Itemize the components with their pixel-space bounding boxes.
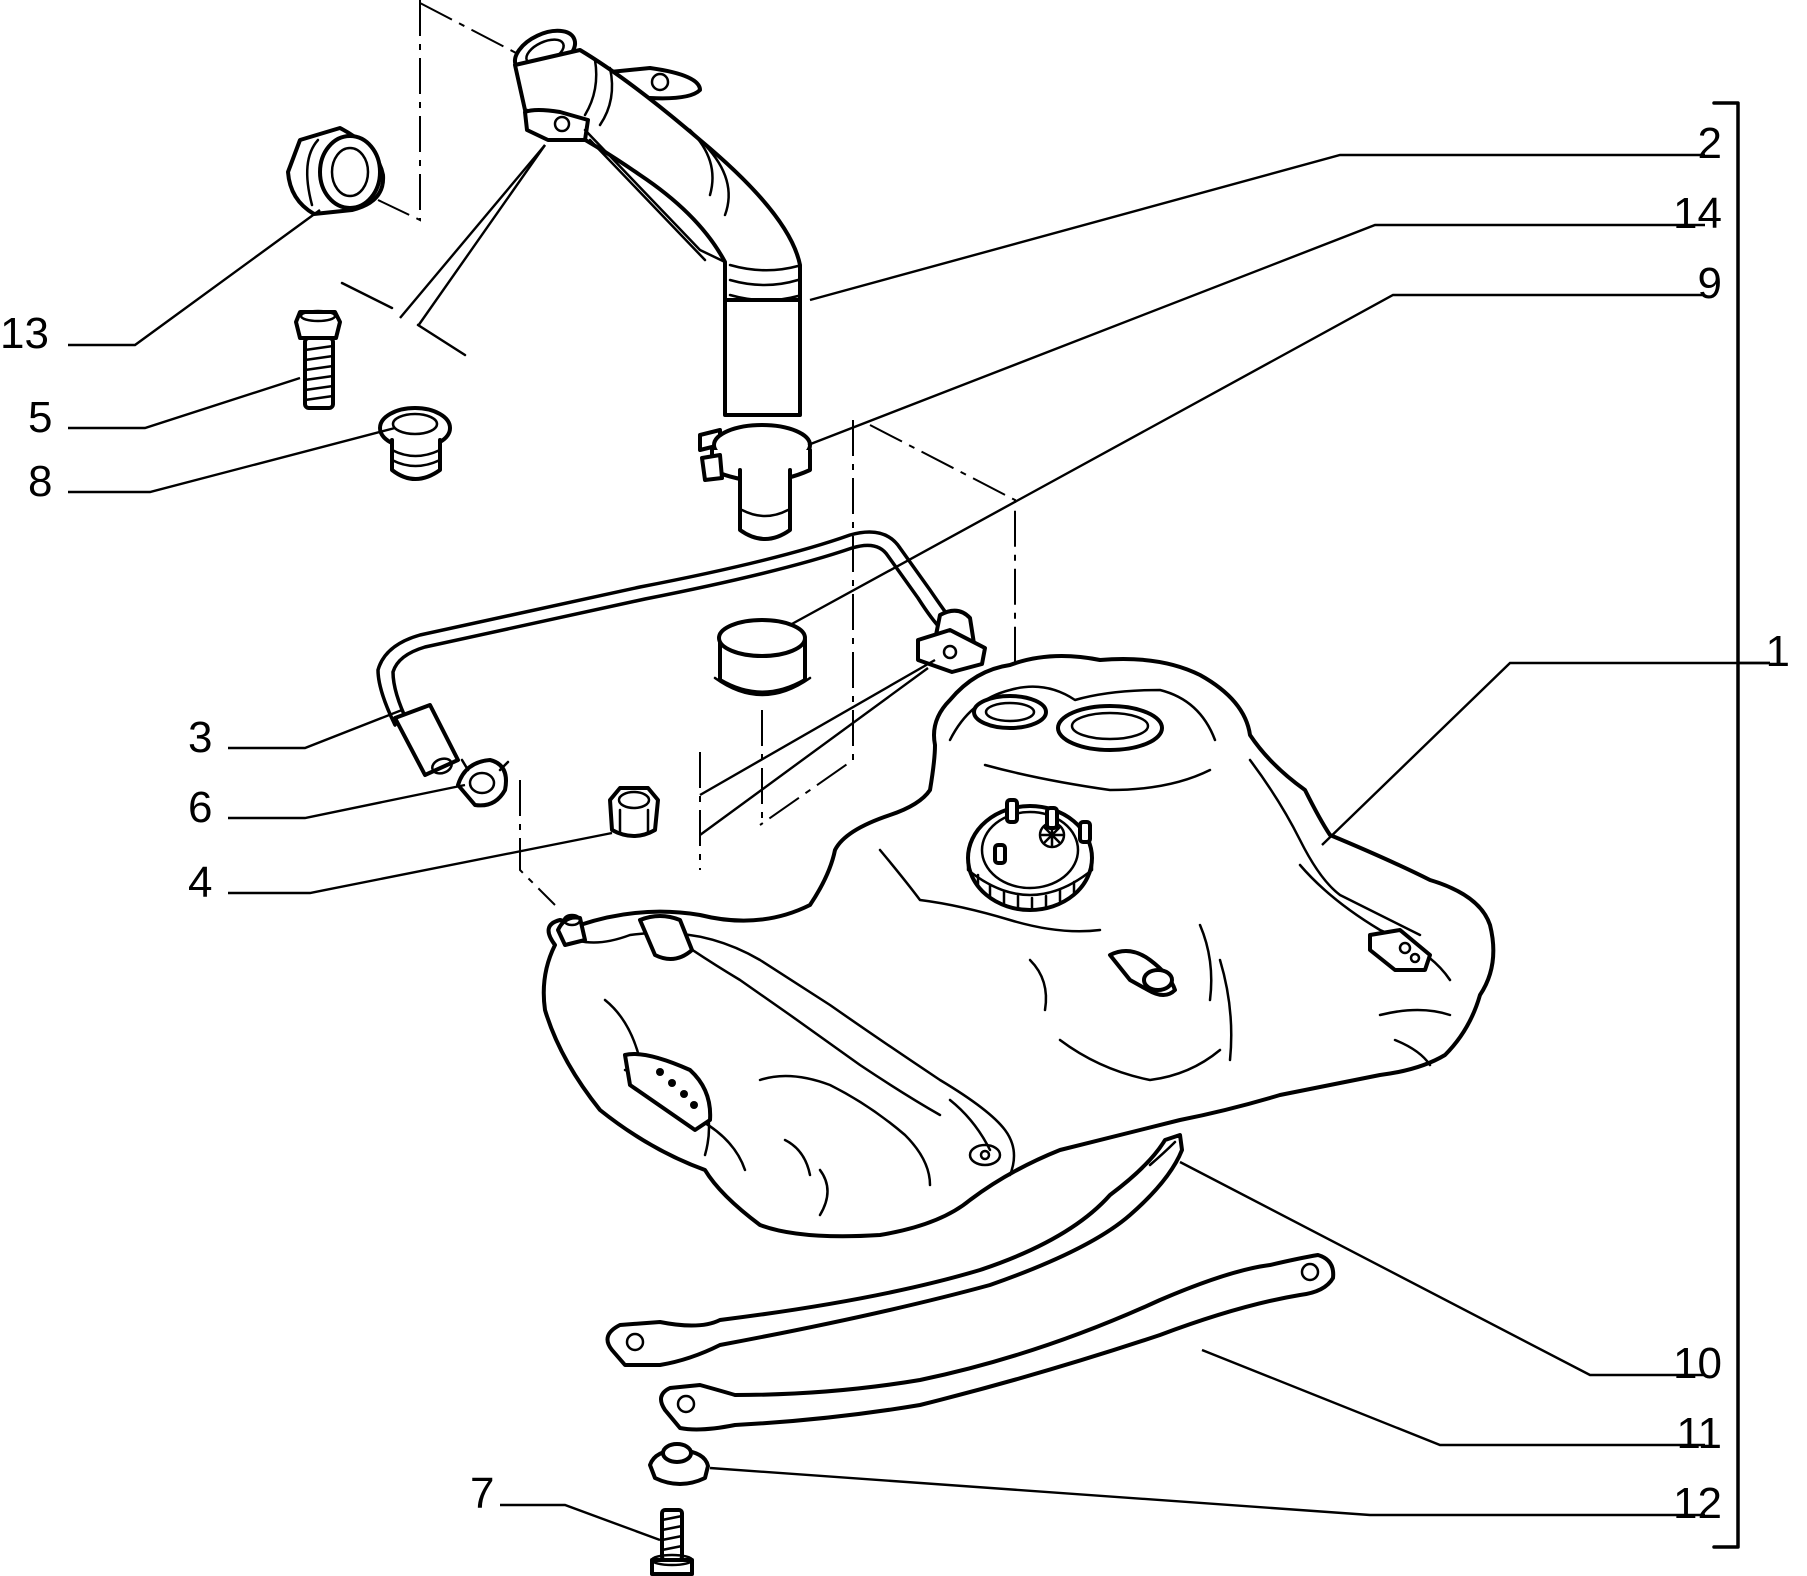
part-6-clip bbox=[456, 758, 510, 808]
part-8-plug bbox=[378, 406, 452, 481]
leader-lines bbox=[68, 144, 1770, 1542]
callout-4: 4 bbox=[188, 858, 212, 907]
callout-7: 7 bbox=[470, 1469, 494, 1518]
group-bracket bbox=[1712, 101, 1770, 1549]
callout-3: 3 bbox=[188, 713, 212, 762]
callout-13: 13 bbox=[0, 309, 49, 358]
callout-5: 5 bbox=[28, 393, 52, 442]
callout-10: 10 bbox=[1673, 1339, 1722, 1388]
callout-14: 14 bbox=[1673, 189, 1722, 238]
part-12-nut bbox=[648, 1442, 710, 1486]
part-4-nut bbox=[608, 786, 660, 838]
callout-8: 8 bbox=[28, 457, 52, 506]
part-5-bolt bbox=[294, 309, 342, 410]
callout-6: 6 bbox=[188, 783, 212, 832]
part-2-filler-hose bbox=[513, 28, 812, 541]
part-13-grommet bbox=[286, 126, 386, 216]
part-11-strap bbox=[659, 1253, 1336, 1432]
part-9-cap bbox=[713, 618, 812, 697]
part-10-strap bbox=[605, 1133, 1184, 1367]
callout-labels: 2 14 9 1 10 11 12 13 5 8 3 6 4 7 bbox=[0, 119, 1790, 1528]
callout-2: 2 bbox=[1698, 119, 1722, 168]
callout-12: 12 bbox=[1673, 1479, 1722, 1528]
part-3-vent-pipe bbox=[376, 530, 987, 777]
callout-9: 9 bbox=[1698, 259, 1722, 308]
part-1-fuel-tank bbox=[541, 654, 1496, 1239]
part-7-screw bbox=[650, 1508, 694, 1576]
callout-1: 1 bbox=[1766, 627, 1790, 676]
callout-11: 11 bbox=[1676, 1409, 1722, 1458]
alignment-lines bbox=[340, 0, 1016, 906]
